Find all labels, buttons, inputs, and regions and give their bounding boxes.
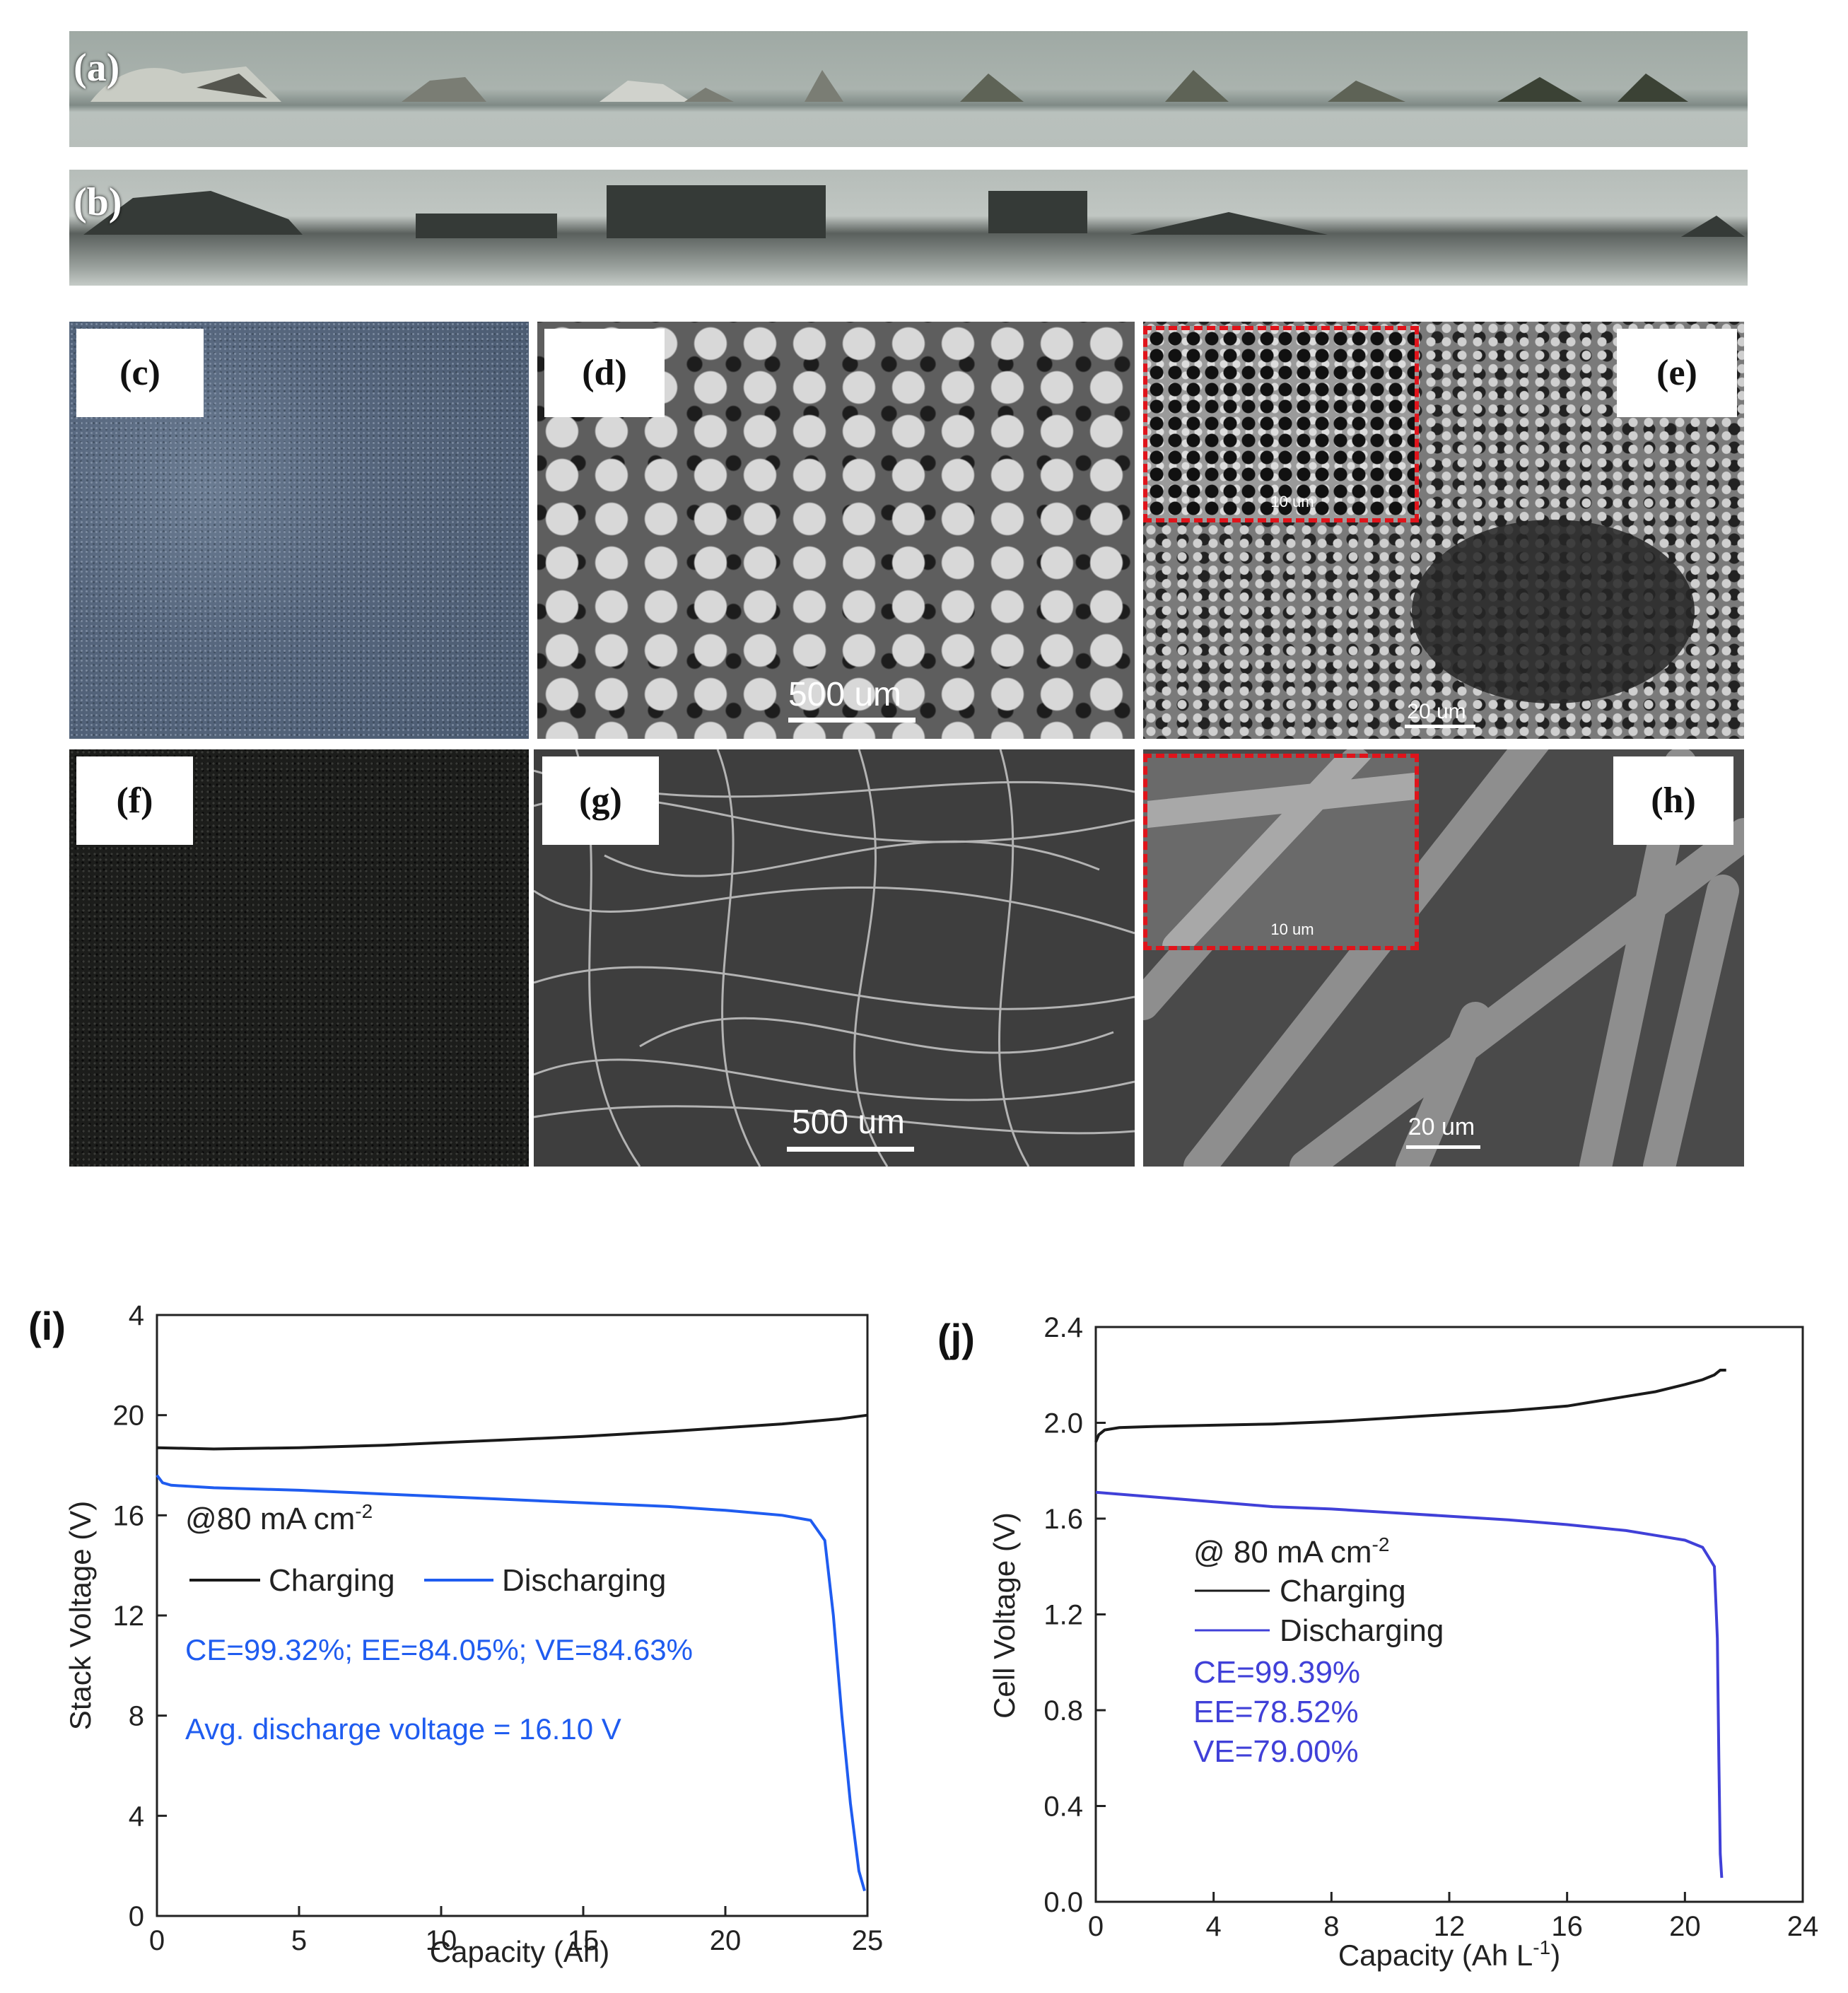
y-tick-label: 20: [113, 1401, 145, 1432]
y-tick-label: 12: [113, 1601, 145, 1632]
y-tick-label: 8: [129, 1701, 144, 1732]
scale-bar-label-e: 20 um: [1407, 700, 1466, 723]
series-line-charging: [1094, 1369, 1726, 1443]
chart-j-x-axis-label-text: Capacity (Ah L: [1338, 1939, 1533, 1972]
chart-i-condition: @80 mA cm-2: [185, 1500, 373, 1536]
chart-i-stats: CE=99.32%; EE=84.05%; VE=84.63%: [185, 1633, 693, 1666]
scale-bar-g: [787, 1147, 914, 1152]
chart-j-stat-ve: VE=79.00%: [1193, 1734, 1359, 1769]
x-tick-label: 0: [149, 1925, 165, 1956]
x-tick-label: 16: [1551, 1911, 1583, 1942]
chart-j-condition-text: @ 80 mA cm: [1193, 1535, 1372, 1570]
y-tick-label: 0.8: [1043, 1695, 1083, 1726]
sem-g-fibers: [534, 749, 1135, 1167]
panel-label-f: (f): [76, 756, 193, 845]
strip-a-deposits: [90, 66, 1688, 102]
scale-bar-label-d: 500 um: [788, 676, 902, 713]
photo-c: (c): [69, 322, 529, 739]
x-tick-label: 8: [1323, 1911, 1339, 1942]
y-tick-label: 4: [129, 1300, 144, 1331]
chart-j-stat-ee: EE=78.52%: [1193, 1695, 1359, 1729]
scale-bar-h: [1406, 1145, 1480, 1149]
panel-label-c: (c): [76, 329, 204, 417]
sem-e-inset: 10 um: [1143, 326, 1419, 522]
panel-label-h: (h): [1613, 756, 1733, 845]
photo-strip-a: (a): [69, 31, 1748, 147]
sem-h-inset-fibers: [1147, 758, 1415, 946]
chart-j-lines: [1094, 1369, 1726, 1878]
sem-e-pore: [1412, 520, 1695, 703]
chart-j-condition: @ 80 mA cm-2: [1193, 1533, 1389, 1570]
y-tick-label: 4: [129, 1801, 144, 1832]
y-tick-label: 1.6: [1043, 1504, 1083, 1535]
panel-label-a: (a): [74, 46, 120, 90]
panel-label-j: (j): [937, 1316, 975, 1360]
photo-strip-b: (b): [69, 170, 1748, 286]
sem-e-inset-texture: [1147, 330, 1415, 518]
x-tick-label: 20: [710, 1925, 742, 1956]
panel-label-e: (e): [1617, 329, 1737, 417]
strip-b-deposits: [83, 185, 1745, 238]
chart-j-x-axis-label-end: ): [1550, 1939, 1560, 1972]
chart-i-x-axis-label: Capacity (Ah): [430, 1935, 609, 1968]
panel-label-g: (g): [542, 756, 659, 845]
x-tick-label: 5: [291, 1925, 307, 1956]
panel-label-i: (i): [28, 1304, 66, 1348]
x-tick-label: 24: [1787, 1911, 1819, 1942]
sem-h-inset: 10 um: [1143, 754, 1419, 950]
y-tick-label: 16: [113, 1500, 145, 1531]
x-tick-label: 20: [1669, 1911, 1701, 1942]
x-tick-label: 0: [1088, 1911, 1104, 1942]
chart-i: (i) 0 5 10 15 20 25 0 4 8 12 16 20 4 Stack Voltage (…: [28, 1300, 884, 1968]
photo-f: (f): [69, 749, 529, 1167]
chart-j: (j) 0 4 8 12 16 20 24 0.0 0.4 0.8 1.2 1.6 2.0 2.4 Cel…: [937, 1312, 1818, 1972]
chart-j-stat-ce: CE=99.39%: [1193, 1655, 1360, 1690]
sem-e: 10 um (e) 20 um: [1143, 322, 1744, 739]
sem-h: 10 um (h) 20 um: [1143, 749, 1744, 1167]
chart-i-avg-voltage: Avg. discharge voltage = 16.10 V: [185, 1712, 621, 1746]
inset-scale-bar-label-e: 10 um: [1270, 493, 1314, 510]
scale-bar-d: [788, 718, 916, 723]
panel-label-b: (b): [74, 180, 122, 224]
y-tick-label: 2.4: [1043, 1312, 1083, 1343]
scale-bar-label-h: 20 um: [1408, 1114, 1475, 1140]
chart-i-y-axis-label: Stack Voltage (V): [64, 1501, 97, 1731]
x-tick-label: 25: [852, 1925, 884, 1956]
sem-d: (d) 500 um: [537, 322, 1135, 739]
x-tick-label: 10: [426, 1925, 457, 1956]
panel-label-d: (d): [544, 329, 665, 417]
x-tick-label: 4: [1206, 1911, 1222, 1942]
chart-j-x-axis-label: Capacity (Ah L-1): [1338, 1936, 1560, 1972]
sem-g: (g) 500 um: [534, 749, 1135, 1167]
chart-i-ticks: 0 5 10 15 20 25 0 4 8 12 16 20 4: [113, 1300, 884, 1956]
series-line-discharging: [1095, 1490, 1724, 1878]
legend-i-discharging-label: Discharging: [502, 1563, 666, 1598]
chart-j-y-axis-label: Cell Voltage (V): [988, 1512, 1021, 1719]
chart-i-condition-sup: -2: [355, 1500, 373, 1522]
legend-i-charging-label: Charging: [269, 1563, 395, 1598]
chart-j-x-axis-label-sup: -1: [1533, 1936, 1550, 1958]
chart-j-condition-sup: -2: [1372, 1533, 1390, 1555]
x-tick-label: 15: [568, 1925, 600, 1956]
chart-i-plot-frame: [156, 1314, 869, 1917]
legend-j-charging-label: Charging: [1280, 1574, 1406, 1608]
chart-i-condition-text: @80 mA cm: [185, 1502, 355, 1536]
y-tick-label: 2.0: [1043, 1408, 1083, 1439]
chart-i-lines: [156, 1413, 868, 1892]
y-tick-label: 0: [129, 1901, 144, 1932]
chart-j-ticks: 0 4 8 12 16 20 24 0.0 0.4 0.8 1.2 1.6 2.0 2.4: [1043, 1312, 1818, 1942]
inset-scale-bar-label-h: 10 um: [1270, 920, 1314, 938]
scale-bar-e: [1405, 725, 1475, 728]
scale-bar-label-g: 500 um: [791, 1104, 906, 1141]
legend-j-discharging-label: Discharging: [1280, 1613, 1444, 1648]
y-tick-label: 1.2: [1043, 1600, 1083, 1631]
y-tick-label: 0.4: [1043, 1792, 1083, 1823]
series-line-charging: [156, 1413, 868, 1451]
x-tick-label: 12: [1434, 1911, 1466, 1942]
series-line-discharging: [156, 1474, 866, 1892]
y-tick-label: 0.0: [1043, 1887, 1083, 1918]
